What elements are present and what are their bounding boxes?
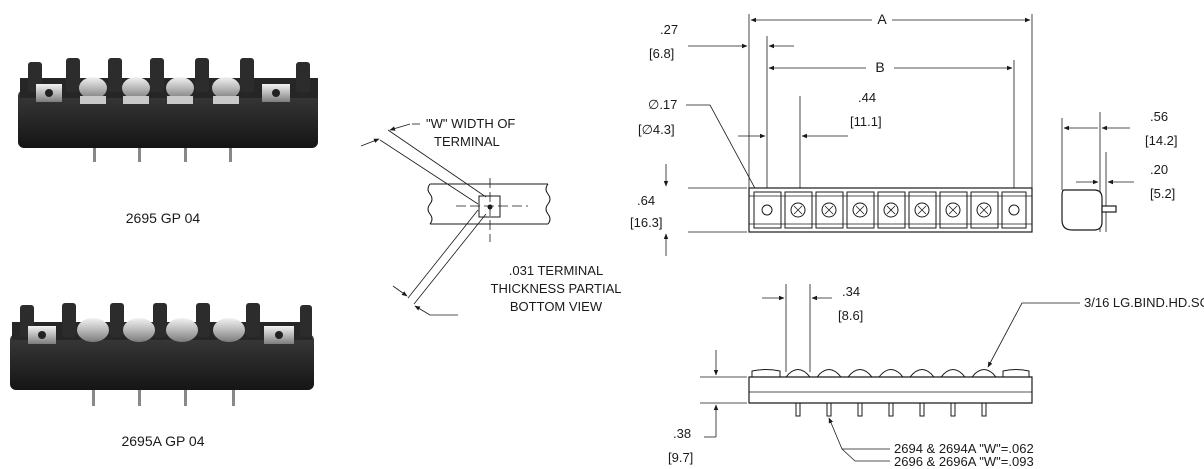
w-width-label-line2: TERMINAL <box>434 134 500 149</box>
thickness-label-line1: .031 TERMINAL <box>509 263 603 278</box>
pitch-inch: .44 <box>858 90 876 105</box>
thickness-label-line2: THICKNESS PARTIAL <box>491 281 622 296</box>
dim-038-mm: [9.7] <box>668 450 693 465</box>
top-view <box>663 14 1033 256</box>
dim-020-inch: .20 <box>1150 162 1168 177</box>
pitch-mm: [11.1] <box>850 114 882 129</box>
terminal-detail-view <box>360 123 551 316</box>
w-note-2694: 2694 & 2694A "W"=.062 <box>894 441 1034 456</box>
height-mm: [16.3] <box>630 215 663 230</box>
height-inch: .64 <box>637 193 655 208</box>
screw-spec-note: 3/16 LG.BIND.HD.SCR. <box>1084 295 1204 310</box>
hole-dia-inch: ∅.17 <box>648 97 677 112</box>
product-photo-2695a <box>10 303 314 406</box>
hole-dia-mm: [∅4.3] <box>638 122 675 137</box>
screw-heads-front <box>785 369 997 378</box>
dim-034-mm: [8.6] <box>838 308 863 323</box>
w-note-2696: 2696 & 2696A "W"=.093 <box>894 454 1034 469</box>
thickness-label-line3: BOTTOM VIEW <box>510 299 603 314</box>
dim-020-mm: [5.2] <box>1150 186 1175 201</box>
dim-027-mm: [6.8] <box>649 46 674 61</box>
dim-027-inch: .27 <box>660 22 678 37</box>
front-view <box>700 284 1080 462</box>
w-width-label-line1: "W" WIDTH OF <box>426 116 515 131</box>
photo-caption-2695: 2695 GP 04 <box>126 210 201 226</box>
dim-056-mm: [14.2] <box>1145 133 1178 148</box>
dim-056-inch: .56 <box>1150 109 1168 124</box>
photo-caption-2695a: 2695A GP 04 <box>121 433 204 449</box>
dim-a-label: A <box>877 11 887 27</box>
product-photo-2695 <box>18 58 318 162</box>
screw-heads-top <box>790 202 992 218</box>
terminal-pins <box>795 402 987 417</box>
dim-038-inch: .38 <box>673 426 691 441</box>
dim-034-inch: .34 <box>842 284 860 299</box>
side-view <box>1061 112 1134 232</box>
dim-b-label: B <box>875 59 884 75</box>
